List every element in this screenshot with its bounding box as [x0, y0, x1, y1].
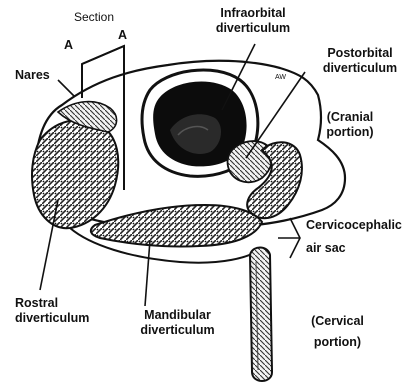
- label-rostral: Rostral diverticulum: [15, 296, 89, 326]
- figure-mark: AW: [275, 70, 286, 85]
- cervical-portion-shape: [250, 248, 272, 382]
- label-cervical-portion: (Cervical portion): [300, 314, 375, 350]
- label-mandibular: Mandibular diverticulum: [130, 308, 225, 338]
- cervicocephalic-brace: [278, 218, 300, 258]
- label-section-a-left: A: [64, 38, 73, 53]
- label-cervicocephalic: Cervicocephalic air sac: [306, 218, 402, 256]
- label-section: Section: [74, 10, 114, 25]
- mandibular-leader: [145, 240, 150, 306]
- label-section-a-right: A: [118, 28, 127, 43]
- label-infraorbital: Infraorbital diverticulum: [203, 6, 303, 36]
- label-postorbital: Postorbital diverticulum: [305, 46, 415, 76]
- label-nares: Nares: [15, 68, 50, 83]
- label-cranial-portion: (Cranial portion): [315, 110, 385, 140]
- nares-leader: [58, 80, 74, 96]
